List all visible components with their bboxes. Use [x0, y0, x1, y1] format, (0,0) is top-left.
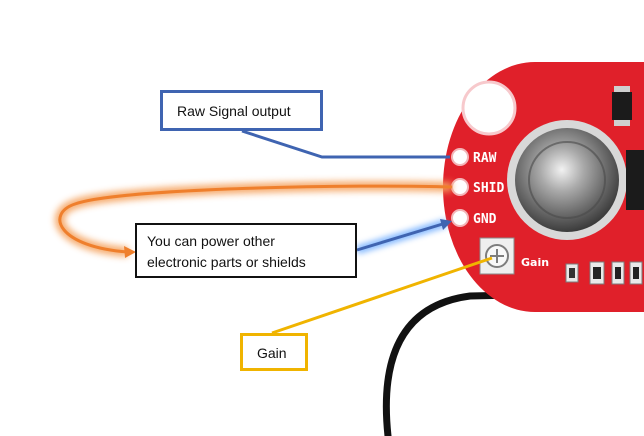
pot-label: Gain [521, 256, 549, 269]
raw-connector-line [241, 129, 450, 159]
ic-chip [626, 150, 644, 210]
gain-potentiometer [479, 237, 515, 275]
power-callout: You can power other electronic parts or … [135, 223, 357, 278]
sensor-cable [382, 288, 644, 436]
pin-gnd-label: GND [473, 212, 497, 227]
pin-shield-pad [451, 178, 469, 196]
pin-shield-label: SHID [473, 181, 504, 196]
pin-raw-pad [451, 148, 469, 166]
raw-signal-text: Raw Signal output [177, 103, 291, 119]
mounting-hole [463, 82, 515, 134]
gnd-connector-line [355, 218, 452, 255]
gain-text: Gain [257, 345, 287, 361]
smd-row [565, 261, 643, 285]
raw-signal-callout: Raw Signal output [160, 90, 323, 131]
gain-callout: Gain [240, 333, 308, 371]
pin-raw-label: RAW [473, 151, 497, 166]
power-text-line-1: You can power other [147, 233, 275, 249]
sensor-board: Gain RAW SHID GND [443, 62, 644, 312]
shield-connector-line [54, 181, 453, 258]
gain-connector-line [271, 256, 493, 335]
pin-gnd-pad [451, 209, 469, 227]
power-text-line-2: electronic parts or shields [147, 254, 306, 270]
smd-component [612, 92, 632, 120]
